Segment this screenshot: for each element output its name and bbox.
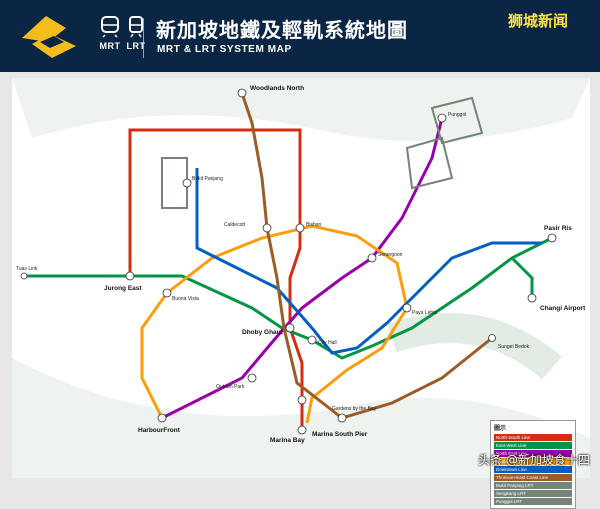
bukit-panjang-lrt — [161, 157, 188, 209]
station-woodlands-north-marker[interactable] — [237, 88, 247, 98]
label-outram-park: Outram Park — [216, 384, 245, 390]
brand-badge: 狮城新闻 — [486, 10, 590, 32]
station-bukit-panjang-marker[interactable] — [182, 178, 192, 188]
legend-item: Thomson-East Coast Line — [494, 474, 572, 481]
station-serangoon-marker[interactable] — [367, 253, 377, 263]
downtown-line — [195, 168, 542, 355]
label-city-hall: City Hall — [318, 340, 337, 346]
mode-divider — [143, 18, 144, 58]
sg-transit-logo-icon — [22, 16, 76, 58]
legend-item: Punggol LRT — [494, 498, 572, 505]
label-serangoon: Serangoon — [378, 252, 403, 258]
legend-item: Downtown Line — [494, 466, 572, 473]
station-marina-south-pier-marker[interactable] — [297, 425, 307, 435]
legend-item: North-South Line — [494, 434, 572, 441]
punggol-lrt — [430, 96, 484, 145]
network-map-svg: Woodlands North Jurong East Dhoby Ghaut … — [12, 78, 590, 478]
east-west-changi-branch — [510, 256, 534, 298]
legend-item: Bukit Panjang LRT — [494, 482, 572, 489]
label-gardens-by-the-bay: Gardens by the Bay — [332, 406, 377, 412]
light-rail-icon — [129, 16, 143, 38]
station-harbourfront-marker[interactable] — [157, 413, 167, 423]
map-title-chinese: 新加坡地鐵及輕軌系統地圖 — [156, 20, 408, 42]
north-south-line — [52, 128, 304, 430]
circle-line — [140, 224, 409, 424]
lrt-mode: LRT — [118, 16, 154, 51]
map-title-english: MRT & LRT SYSTEM MAP — [157, 44, 292, 55]
system-map: Woodlands North Jurong East Dhoby Ghaut … — [12, 78, 590, 509]
label-pasir-ris: Pasir Ris — [544, 225, 572, 232]
label-bukit-panjang: Bukit Panjang — [192, 176, 223, 182]
station-caldecott-marker[interactable] — [262, 223, 272, 233]
label-caldecott: Caldecott — [224, 222, 246, 228]
thomson-east-coast-line — [240, 92, 493, 420]
station-marina-bay-marker[interactable] — [297, 395, 307, 405]
label-bishan: Bishan — [306, 222, 322, 228]
legend-item: East-West Line — [494, 442, 572, 449]
legend-item: North East Line — [494, 450, 572, 457]
label-jurong-east: Jurong East — [104, 285, 142, 292]
label-buona-vista: Buona Vista — [172, 296, 199, 302]
station-changi-airport-marker[interactable] — [527, 293, 537, 303]
station-buona-vista-marker[interactable] — [162, 288, 172, 298]
label-marina-south-pier: Marina South Pier — [312, 431, 368, 438]
label-paya-lebar: Paya Lebar — [412, 310, 438, 316]
label-tuas-link: Tuas Link — [16, 266, 38, 272]
north-east-line — [161, 117, 444, 420]
label-marina-bay: Marina Bay — [270, 437, 305, 444]
label-sungei-bedok: Sungei Bedok — [498, 344, 530, 350]
station-paya-lebar-marker[interactable] — [402, 303, 412, 313]
station-pasir-ris-marker[interactable] — [547, 233, 557, 243]
label-punggol: Punggol — [448, 112, 466, 118]
station-sungei-bedok-marker[interactable] — [488, 334, 496, 342]
station-outram-park-marker[interactable] — [247, 373, 257, 383]
watermark: 头条 @新加坡食十四 — [478, 453, 590, 467]
label-changi-airport: Changi Airport — [540, 305, 586, 312]
train-icon — [101, 16, 119, 38]
station-city-hall-marker[interactable] — [307, 335, 317, 345]
legend-title: 圖示 — [494, 426, 507, 432]
station-jurong-east-marker[interactable] — [125, 271, 135, 281]
station-markers — [20, 88, 557, 435]
label-woodlands-north: Woodlands North — [250, 85, 304, 92]
mrt-label: MRT — [99, 41, 121, 51]
legend-item: Circle Line — [494, 458, 572, 465]
station-dhoby-ghaut-marker[interactable] — [285, 323, 295, 333]
label-harbourfront: HarbourFront — [138, 427, 181, 434]
lrt-label: LRT — [126, 41, 146, 51]
legend-item: Sengkang LRT — [494, 490, 572, 497]
station-tuas-link-marker[interactable] — [20, 272, 28, 280]
station-bishan-marker[interactable] — [295, 223, 305, 233]
mrt-mode: MRT — [92, 16, 128, 51]
header-bar: MRT LRT 新加坡地鐵及輕軌系統地圖 MRT & LRT SYSTEM MA… — [0, 0, 600, 72]
station-punggol-marker[interactable] — [437, 113, 447, 123]
east-west-line — [24, 236, 553, 360]
station-gardens-marker[interactable] — [337, 413, 347, 423]
sengkang-lrt — [405, 136, 454, 190]
label-dhoby-ghaut: Dhoby Ghaut — [242, 329, 284, 336]
